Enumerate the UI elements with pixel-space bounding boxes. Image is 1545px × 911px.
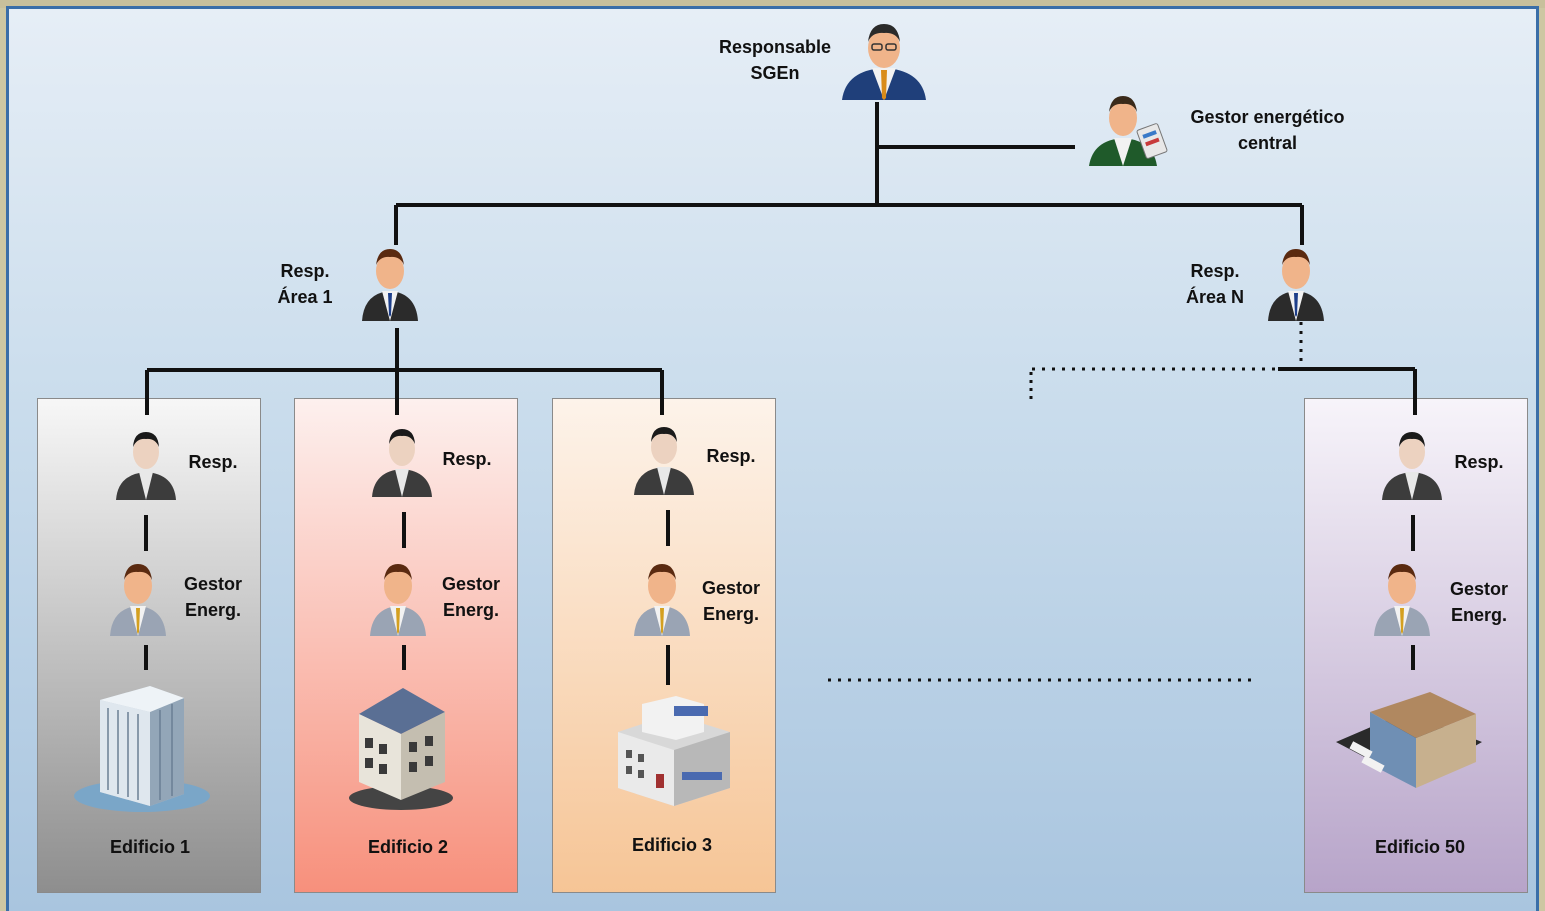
b3-gestor-label: Gestor Energ.	[701, 578, 761, 624]
b3-name-label: Edificio 3	[631, 835, 712, 855]
resp-area1-label: Resp. Área 1	[277, 261, 333, 307]
b50-name-label: Edificio 50	[1374, 837, 1466, 857]
b2-resp-label: Resp.	[442, 449, 492, 469]
b1-gestor-label: Gestor Energ.	[183, 574, 243, 620]
b1-resp-label: Resp.	[188, 452, 238, 472]
dotted-line-arean	[1299, 322, 1303, 361]
gestor-central-label: Gestor energético central	[1190, 107, 1345, 153]
dotted-line-left-stub	[1029, 372, 1033, 399]
b2-name-label: Edificio 2	[367, 837, 448, 857]
top-strip	[0, 0, 1545, 8]
responsable-sgen-label: Responsable SGEn	[718, 37, 832, 83]
b3-resp-label: Resp.	[706, 446, 756, 466]
b1-name-label: Edificio 1	[109, 837, 190, 857]
dotted-line-upper	[1032, 367, 1275, 371]
b50-gestor-label: Gestor Energ.	[1449, 579, 1509, 625]
b50-resp-label: Resp.	[1454, 452, 1504, 472]
b2-gestor-label: Gestor Energ.	[441, 574, 501, 620]
resp-arean-label: Resp. Área N	[1185, 261, 1245, 307]
dotted-line-middle	[828, 678, 1251, 682]
